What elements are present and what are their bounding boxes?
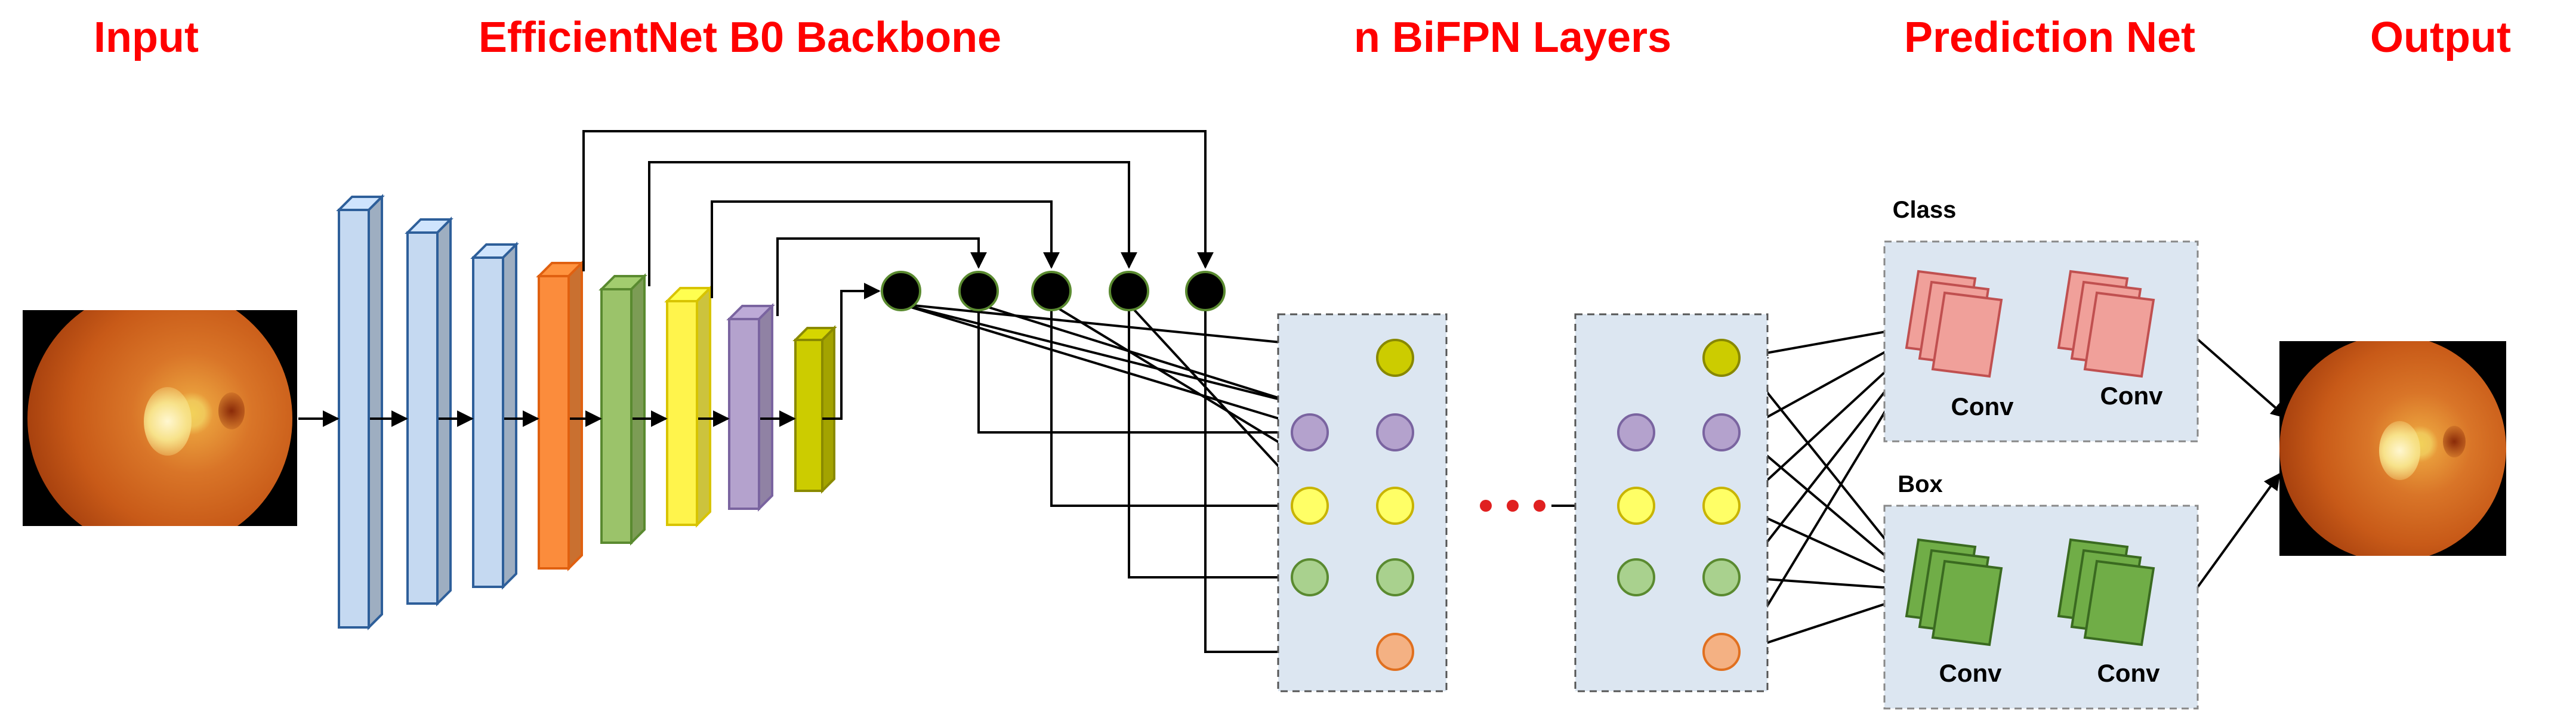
class-conv-2 [2057,270,2155,378]
retina-icon [27,310,292,526]
bifpn-layer-n-node-top [1702,339,1741,377]
backbone-block-6 [664,285,713,528]
backbone-block-7-side [758,303,773,512]
feature-nodes [881,271,1741,671]
bifpn-layer-n-node [1617,413,1655,451]
wire-skip-p6 [648,161,1137,286]
stage-title-output: Output [2370,14,2511,61]
backbone-block-8-side [821,325,835,494]
backbone-feature-node-3 [1031,271,1072,311]
stage-title-bifpn: n BiFPN Layers [1353,14,1672,61]
stage-title-input: Input [94,14,199,61]
bifpn-layer-1-node-bottom [1376,633,1414,671]
box-branch-label: Box [1898,471,1943,497]
backbone-block-5 [599,273,647,546]
backbone-block-4-side [567,260,583,571]
wire-p4-to-bifpn [977,291,1298,441]
backbone-block-8-front [794,339,823,492]
bifpn-layer-1-node-top [1376,339,1414,377]
backbone-feature-node-4 [1109,271,1149,311]
class-conv-1 [1905,270,2003,378]
bifpn-layer-1-node [1291,413,1329,451]
backbone-block-5-side [630,273,646,546]
input-fundus-image [23,310,297,526]
class-branch-label: Class [1892,197,1957,223]
wire-skip-p7 [582,130,1214,271]
backbone-blocks [336,194,837,630]
bifpn-panels [1277,240,2199,710]
wire-diag [900,303,1297,428]
box-conv-2-layer-3 [2083,559,2155,646]
backbone-block-2-front [406,231,439,605]
backbone-block-3 [470,242,519,590]
ellipsis-dot-3 [1534,500,1545,512]
backbone-block-2-side [436,216,452,607]
class-conv-2-label: Conv [2100,382,2163,410]
connection-lines [298,130,2288,660]
backbone-block-4-front [538,275,570,570]
wire-p6-to-bifpn [1128,291,1298,586]
wire-p5-to-bifpn [1050,291,1298,514]
backbone-block-6-front [666,300,698,526]
stage-title-prediction: Prediction Net [1904,14,2196,61]
bifpn-layer-1-node [1376,558,1414,596]
output-fundus-image [2279,341,2506,556]
backbone-feature-node-2 [958,271,999,311]
bifpn-layer-1-node [1376,413,1414,451]
box-conv-1-label: Conv [1939,659,2002,687]
wire-skip-p5 [711,200,1060,298]
box-conv-1 [1905,538,2003,646]
ellipsis-dot-2 [1507,500,1519,512]
bifpn-layer-n-node [1617,558,1655,596]
bifpn-layer-n-node [1702,487,1741,525]
backbone-block-7 [726,303,775,512]
backbone-feature-node-5 [1185,271,1226,311]
bifpn-layer-n-node [1702,558,1741,596]
bifpn-layer-n-node [1617,487,1655,525]
prediction-heads [1905,270,2155,646]
backbone-block-5-front [600,288,633,544]
class-conv-2-layer-3 [2083,291,2155,378]
bifpn-layer-n-node-bottom [1702,633,1741,671]
class-conv-1-label: Conv [1951,392,2014,420]
backbone-block-6-side [696,285,711,528]
backbone-block-1 [336,194,385,630]
box-conv-2-label: Conv [2097,659,2160,687]
wire-skip-p4 [776,237,987,316]
backbone-block-2 [405,216,454,607]
box-conv-2 [2057,538,2155,646]
bifpn-layer-n-node [1702,413,1741,451]
backbone-feature-node-1 [881,271,921,311]
ellipsis-dot-1 [1480,500,1492,512]
bifpn-layer-1-node [1376,487,1414,525]
bifpn-layer-1-node [1291,487,1329,525]
stage-title-backbone: EfficientNet B0 Backbone [478,14,1002,61]
backbone-block-7-front [728,318,760,510]
backbone-block-4 [536,260,585,571]
backbone-block-3-front [472,256,504,588]
backbone-block-1-side [368,194,383,630]
wire-skip-p3 [822,283,881,420]
bifpn-layer-1-node [1291,558,1329,596]
backbone-block-3-side [502,242,517,590]
class-conv-1-layer-3 [1931,291,2003,378]
box-conv-1-layer-3 [1931,559,2003,646]
retina-icon [2279,341,2506,556]
backbone-block-1-front [338,209,370,629]
backbone-block-8 [792,325,837,494]
